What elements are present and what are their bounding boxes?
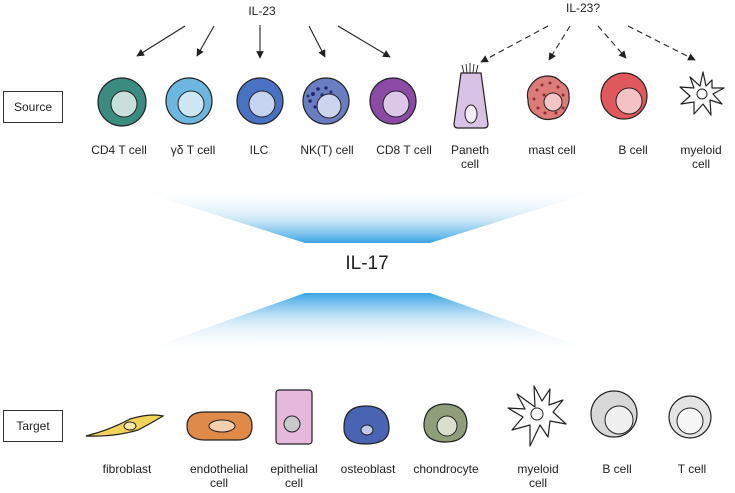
target-cell-label: osteoblast [340, 462, 396, 476]
b-cell-icon [600, 72, 648, 120]
il23-label: IL-23 [248, 4, 276, 18]
target-label: Target [3, 410, 63, 442]
mast-cell-icon [526, 75, 570, 121]
target-cell-label: chondrocyte [413, 462, 479, 476]
il23-arrows [136, 25, 391, 59]
source-cell-label: CD8 T cell [376, 143, 432, 157]
endothelial-cell-icon [186, 411, 253, 441]
source-cell-label: B cell [618, 143, 648, 157]
b-cell-icon [590, 390, 638, 438]
t-cell-icon [668, 395, 712, 439]
ilc-icon [236, 77, 284, 125]
cd8-t-cell-icon [369, 77, 417, 125]
il17-label: IL-17 [345, 253, 389, 274]
fibroblast-icon [85, 414, 165, 437]
chondrocyte-icon [423, 403, 468, 443]
paneth-cell-icon [453, 63, 489, 129]
source-cell-label: γδ T cell [170, 143, 216, 157]
il23-uncertain-label: IL-23? [565, 1, 601, 15]
target-cell-label: B cell [602, 462, 632, 476]
cd4-t-cell-icon [97, 77, 147, 127]
source-cell-label: ILC [249, 143, 269, 157]
source-cell-label: NK(T) cell [300, 143, 354, 157]
epithelial-cell-icon [275, 389, 313, 445]
gd-t-cell-icon [165, 77, 213, 125]
funnel-top [130, 188, 605, 243]
target-cell-label: fibroblast [102, 462, 152, 476]
osteoblast-icon [343, 405, 390, 445]
funnel-bottom [130, 293, 605, 355]
nk-t-cell-icon [302, 77, 350, 125]
source-cell-label: CD4 T cell [91, 143, 147, 157]
source-cell-label: mast cell [528, 143, 576, 157]
myeloid-cell-icon [679, 71, 725, 116]
myeloid-cell-icon [507, 385, 567, 447]
target-cell-label: T cell [677, 462, 707, 476]
source-label: Source [3, 91, 63, 123]
il23q-arrows [480, 25, 696, 63]
